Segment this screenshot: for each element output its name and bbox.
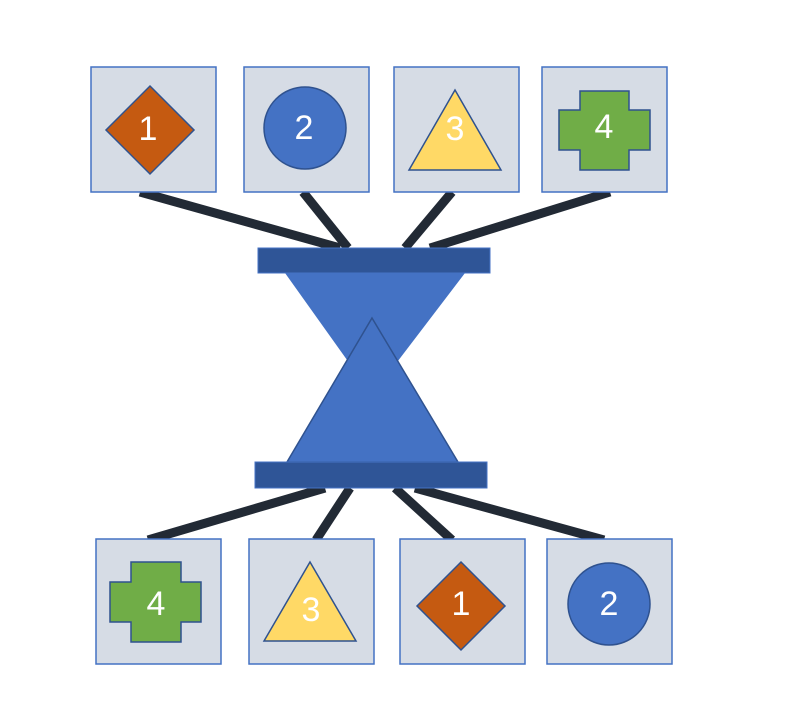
- cross-icon: [109, 561, 202, 643]
- top-card-2: 2: [243, 66, 370, 193]
- shape-label: 1: [452, 585, 471, 623]
- shape-label: 1: [139, 110, 158, 148]
- bottom-card-2: 3: [248, 538, 375, 665]
- connector-line: [413, 483, 606, 545]
- top-bar: [257, 247, 491, 274]
- shape-label: 2: [600, 585, 619, 623]
- bottom-card-4: 2: [546, 538, 673, 665]
- connector-line: [391, 484, 456, 544]
- circle-icon: [567, 562, 651, 646]
- connector-line: [401, 189, 456, 251]
- bottom-bar: [254, 461, 488, 489]
- shape-label: 3: [302, 591, 321, 629]
- top-card-1: 1: [90, 66, 217, 193]
- shape-label: 4: [147, 585, 166, 623]
- top-row: 1 2 3 4: [90, 66, 668, 193]
- top-card-4: 4: [541, 66, 668, 193]
- bottom-row: 4 3 1 2: [95, 538, 673, 665]
- diamond-icon: [104, 84, 196, 176]
- bottom-card-3: 1: [399, 538, 526, 665]
- connector-line: [146, 483, 327, 545]
- shape-label: 3: [446, 110, 465, 148]
- triangle-icon: [262, 560, 358, 642]
- circle-icon: [263, 86, 347, 170]
- top-connectors: [138, 187, 612, 253]
- diamond-icon: [415, 560, 507, 652]
- connector-line: [138, 187, 342, 253]
- top-card-3: 3: [393, 66, 520, 193]
- connector-line: [312, 485, 354, 543]
- connector-line: [428, 187, 612, 253]
- triangle-icon: [407, 88, 503, 171]
- connector-line: [299, 189, 352, 251]
- shape-label: 2: [295, 109, 314, 147]
- bottom-connectors: [146, 483, 606, 545]
- bottom-card-1: 4: [95, 538, 222, 665]
- funnel-bottom-icon: [285, 316, 460, 463]
- shape-label: 4: [595, 108, 614, 146]
- cross-icon: [558, 90, 651, 171]
